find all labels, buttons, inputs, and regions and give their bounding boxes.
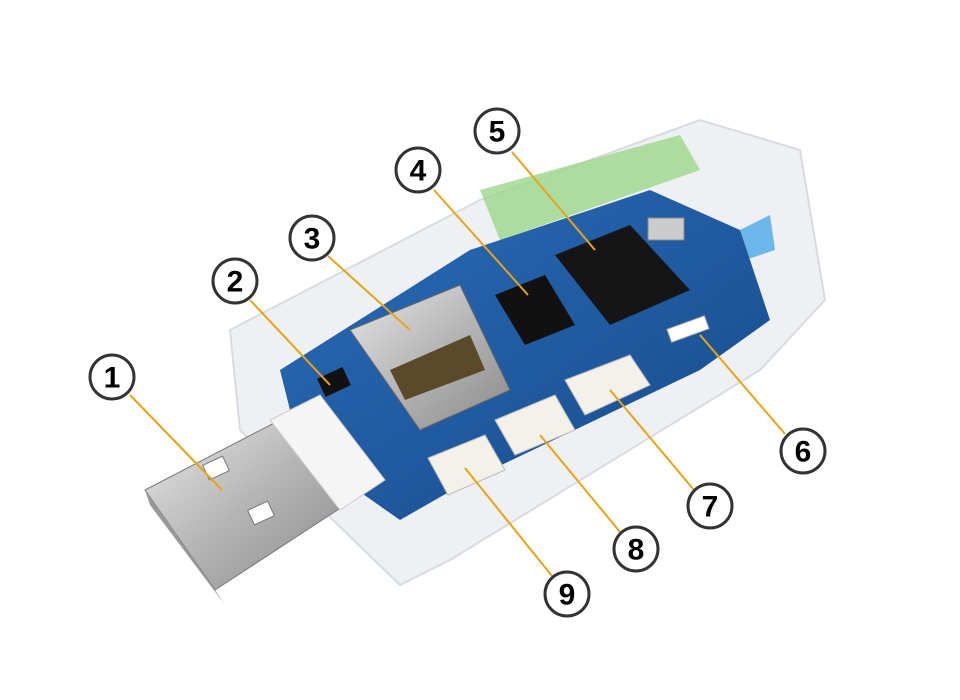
- leader-line-7: [609, 389, 695, 491]
- svg-text:4: 4: [410, 155, 427, 188]
- connector-8: [494, 394, 576, 456]
- leader-line-3: [327, 255, 411, 331]
- callout-6: 6: [779, 427, 827, 475]
- connector-9: [427, 434, 506, 496]
- crystal: [647, 217, 685, 241]
- svg-text:5: 5: [489, 116, 506, 149]
- regulator-chip: [317, 367, 351, 397]
- callout-4: 4: [394, 146, 442, 194]
- callout-1: 1: [88, 353, 136, 401]
- leader-line-6: [699, 334, 786, 435]
- svg-text:9: 9: [559, 579, 576, 612]
- svg-text:7: 7: [702, 491, 719, 524]
- connector-7: [564, 354, 651, 416]
- leader-line-4: [433, 189, 529, 296]
- leader-line-5: [511, 151, 596, 251]
- callout-2: 2: [211, 257, 259, 305]
- svg-text:2: 2: [227, 266, 244, 299]
- leader-line-9: [464, 467, 553, 577]
- callout-8: 8: [612, 525, 660, 573]
- svg-text:3: 3: [304, 223, 321, 256]
- callout-9: 9: [543, 570, 591, 618]
- callout-5: 5: [473, 107, 521, 155]
- callout-3: 3: [288, 214, 336, 262]
- leader-line-8: [539, 434, 621, 533]
- callout-7: 7: [686, 482, 734, 530]
- microsd-slot: [349, 284, 511, 431]
- svg-text:1: 1: [104, 362, 121, 395]
- flash-chip: [495, 275, 575, 345]
- svg-text:6: 6: [795, 436, 812, 469]
- boot-button: [666, 314, 710, 344]
- usb-a-connector: [144, 394, 386, 605]
- rp2040-chip: [555, 225, 690, 325]
- leader-line-2: [249, 299, 331, 386]
- leader-lines: [129, 151, 786, 577]
- leader-line-1: [129, 394, 223, 491]
- svg-text:8: 8: [628, 534, 645, 567]
